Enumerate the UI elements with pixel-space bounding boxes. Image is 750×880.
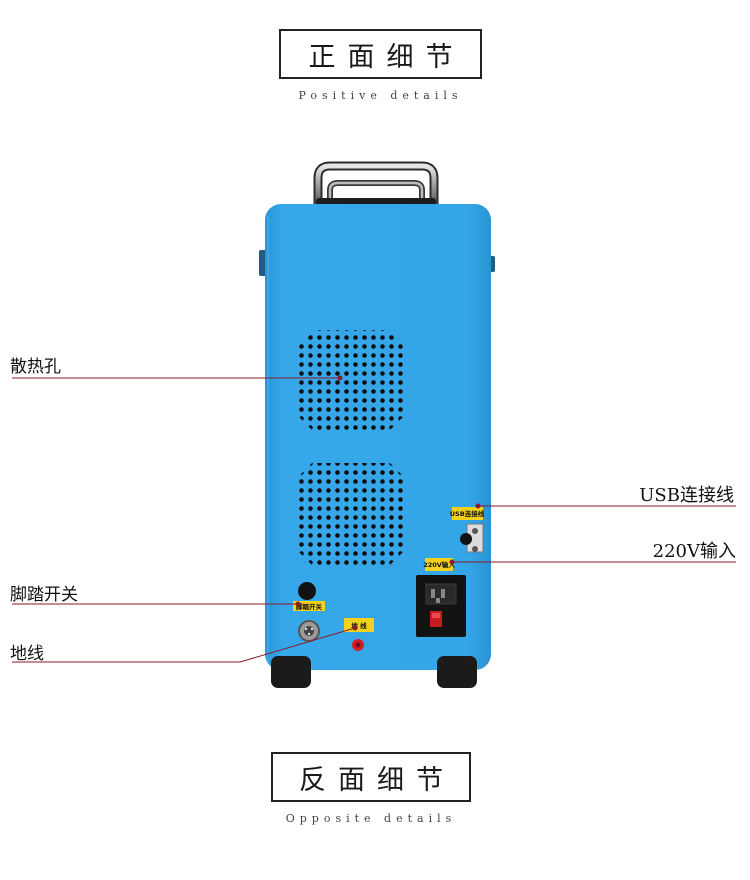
back-title-box: 反面细节 — [271, 752, 471, 802]
foot-switch-connector: 脚踏开关 — [293, 582, 325, 642]
lower-vent-grille — [298, 463, 404, 565]
callout-leader-lines — [12, 377, 736, 663]
power-input-socket: 220V输入 — [416, 558, 466, 637]
front-title: 正面细节 — [308, 41, 465, 73]
right-foot — [437, 656, 477, 688]
ground-tag: 地 线 — [351, 621, 367, 630]
left-foot — [271, 656, 311, 688]
usb-tag: USB连接线 — [450, 509, 485, 518]
ground-wire-label: 地线 — [10, 644, 44, 664]
front-title-box: 正面细节 — [279, 29, 482, 79]
usb-cable-label: USB连接线 — [639, 485, 734, 506]
heat-vent-label: 散热孔 — [10, 357, 61, 377]
back-subtitle: Opposite details — [285, 812, 457, 825]
ground-terminal: 地 线 — [344, 618, 374, 651]
back-title: 反面细节 — [299, 764, 455, 796]
carry-handle — [313, 161, 439, 206]
power-tag: 220V输入 — [423, 560, 455, 569]
upper-vent-grille — [298, 330, 404, 430]
foot-switch-tag: 脚踏开关 — [296, 602, 323, 611]
front-subtitle: Positive details — [298, 89, 463, 102]
foot-switch-label: 脚踏开关 — [10, 585, 78, 605]
usb-connector: USB连接线 — [450, 507, 485, 553]
power-input-label: 220V输入 — [652, 541, 736, 562]
